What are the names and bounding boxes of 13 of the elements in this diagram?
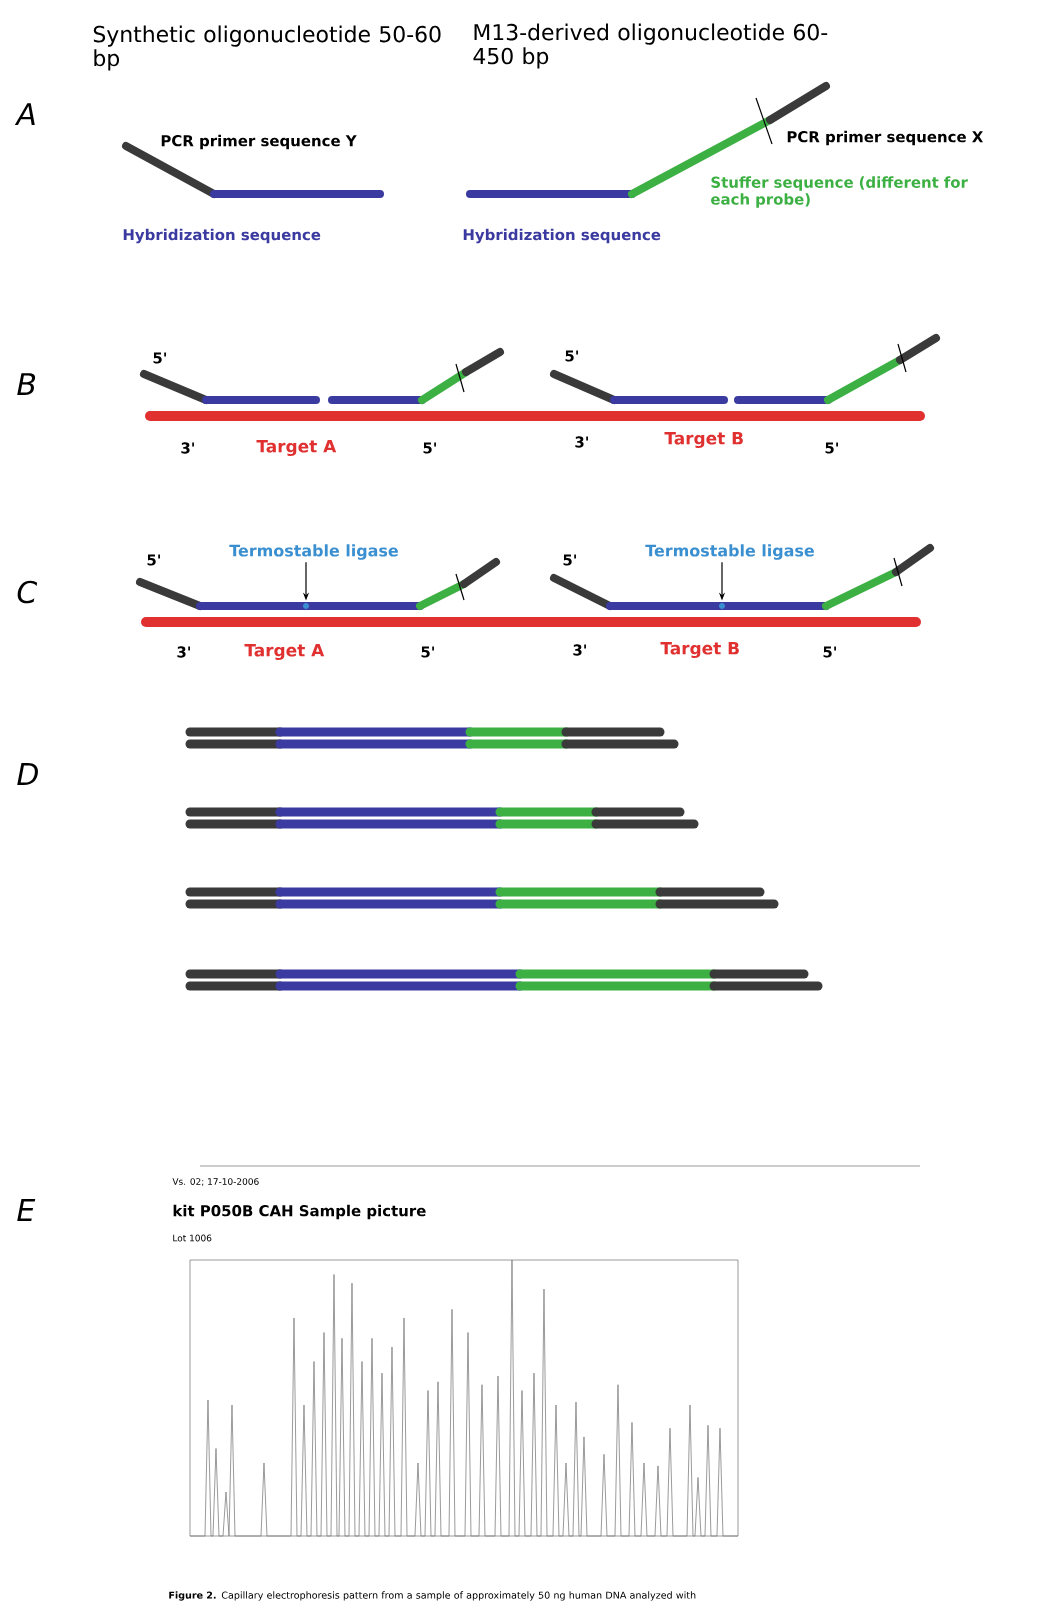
target-label: Target A (256, 440, 337, 456)
ligation-site (719, 603, 725, 609)
target-label: Target B (664, 432, 743, 448)
panel-letter: B (17, 373, 36, 395)
strand-length-note: Synthetic oligonucleotide 50-60 bp (93, 25, 441, 71)
target-label: Target B (660, 642, 739, 658)
ligation-site (303, 603, 309, 609)
target-label: Target A (244, 644, 325, 660)
panel-letter: D (17, 763, 38, 785)
panel-letter: E (17, 1199, 36, 1221)
panel-letter: A (14, 103, 35, 125)
panel-letter: C (17, 580, 38, 604)
strand-length-note: M13-derived oligonucleotide 60-450 bp (473, 23, 828, 69)
